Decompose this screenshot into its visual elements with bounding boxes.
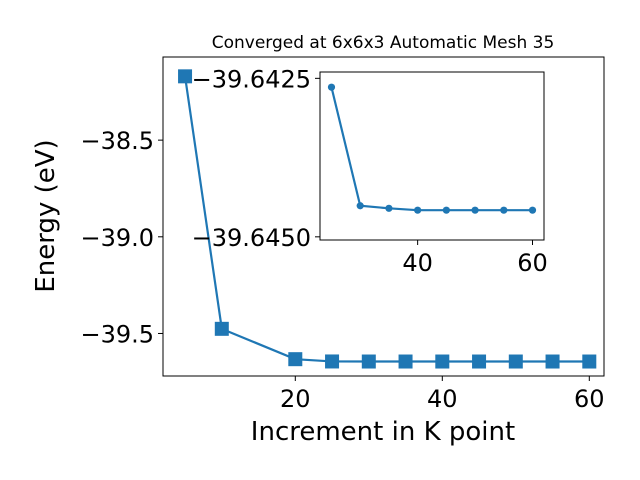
inset-background [320, 72, 544, 240]
inset-series [327, 83, 537, 214]
inset-data-point [327, 83, 336, 91]
inset-data-point [442, 206, 450, 214]
inset-data-point [414, 206, 422, 214]
inset-data-point [385, 204, 393, 212]
main-y-tick-label: −38.5 [80, 127, 154, 155]
x-axis-label: Increment in K point [251, 417, 515, 447]
inset-series-line [330, 86, 533, 212]
main-series [178, 69, 597, 369]
main-data-point [435, 354, 450, 369]
main-data-point [288, 352, 303, 367]
inset-data-point [471, 206, 479, 214]
inset-x-tick-label: 60 [517, 249, 548, 277]
main-data-point [582, 354, 597, 369]
main-plot-frame [162, 56, 605, 377]
main-data-point [361, 354, 376, 369]
inset-y-tick-label: −39.6450 [192, 224, 311, 252]
inset-data-point [528, 206, 537, 214]
inset-ticks: 40 60 −39.6450 −39.6425 [192, 65, 548, 277]
chart-title: Converged at 6x6x3 Automatic Mesh 35 [212, 33, 555, 53]
main-x-tick-label: 20 [280, 385, 311, 413]
main-y-tick-label: −39.0 [80, 224, 154, 252]
inset-y-tick-label: −39.6425 [192, 65, 311, 93]
main-data-point [472, 354, 487, 369]
main-data-point [545, 354, 560, 369]
main-data-point [325, 354, 340, 369]
main-y-tick-label: −39.5 [80, 320, 154, 348]
main-x-tick-label: 60 [574, 385, 605, 413]
main-data-point [214, 321, 229, 336]
inset-plot-frame [319, 71, 545, 241]
main-data-point [398, 354, 413, 369]
y-axis-label: Energy (eV) [31, 139, 61, 292]
inset-x-tick-label: 40 [402, 249, 433, 277]
inset-data-point [356, 202, 364, 210]
main-x-tick-label: 40 [427, 385, 458, 413]
main-data-point [508, 354, 523, 369]
inset-data-point [500, 206, 508, 214]
main-ticks: 20 40 60 −38.5 −39.0 −39.5 [80, 127, 604, 413]
main-data-point [178, 69, 193, 84]
